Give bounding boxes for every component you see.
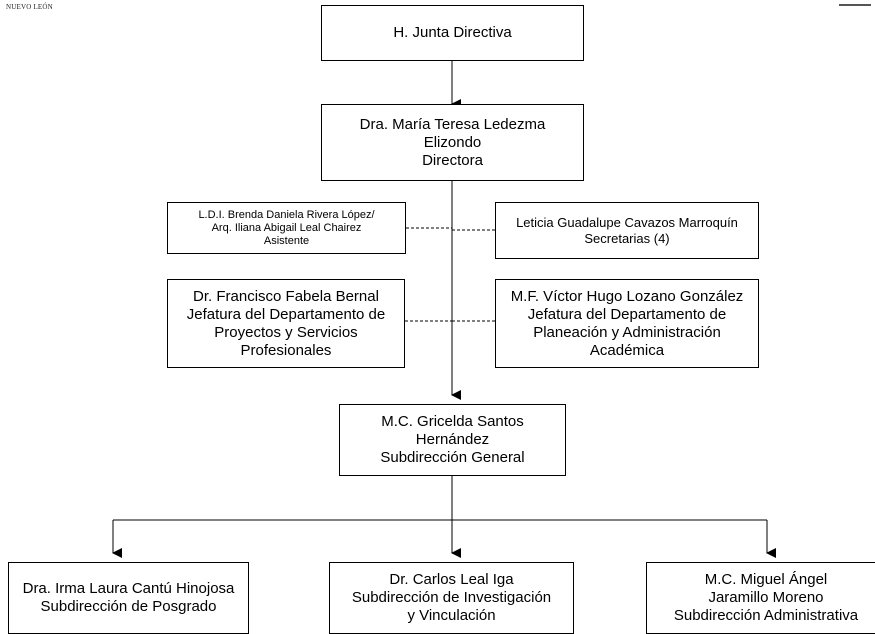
box-text-line: Planeación y Administración xyxy=(533,323,721,341)
box-text-line: M.C. Miguel Ángel xyxy=(704,571,828,588)
box-text-line: Dra. María Teresa Ledezma xyxy=(359,115,546,133)
box-text-line: Subdirección de Posgrado xyxy=(40,598,217,615)
box-text-line: y Vinculación xyxy=(407,607,496,624)
box-text-line: Leticia Guadalupe Cavazos Marroquín xyxy=(516,214,738,230)
box-text-line: Académica xyxy=(589,341,665,359)
box-text-line: Dr. Carlos Leal Iga xyxy=(389,571,514,588)
corner-mark xyxy=(839,0,871,6)
box-text-line: Subdirección de Investigación xyxy=(351,589,552,606)
box-text-line: M.F. Víctor Hugo Lozano González xyxy=(510,287,744,305)
box-text-line: Hernández xyxy=(415,431,490,448)
box-text-line: Elizondo xyxy=(423,133,482,151)
box-text-line: M.C. Gricelda Santos xyxy=(381,413,524,430)
box-text-line: Dr. Francisco Fabela Bernal xyxy=(193,287,379,305)
box-text-line: Asistente xyxy=(263,234,310,247)
box-text-line: Subdirección General xyxy=(380,449,525,466)
box-text-line: Secretarias (4) xyxy=(584,230,670,246)
logo-text: NUEVO LEÓN xyxy=(6,3,53,11)
box-text-line: Directora xyxy=(422,151,483,169)
box-text-line: Dra. Irma Laura Cantú Hinojosa xyxy=(22,580,235,597)
box-text-line: Proyectos y Servicios xyxy=(214,323,358,341)
box-text-line: Jaramillo Moreno xyxy=(708,589,824,606)
box-text-line: Subdirección Administrativa xyxy=(673,607,859,624)
box-text-line: L.D.I. Brenda Daniela Rivera López/ xyxy=(198,208,375,221)
box-text-line: Jefatura del Departamento de xyxy=(186,305,386,323)
box-text-line: H. Junta Directiva xyxy=(393,24,512,41)
box-text-line: Profesionales xyxy=(240,341,332,359)
board-box: H. Junta Directiva xyxy=(321,5,584,61)
assistant-box: L.D.I. Brenda Daniela Rivera López/Arq. … xyxy=(167,202,406,254)
box-text-line: Jefatura del Departamento de xyxy=(527,305,727,323)
box-text-line: Arq. Iliana Abigail Leal Chairez xyxy=(211,221,362,234)
